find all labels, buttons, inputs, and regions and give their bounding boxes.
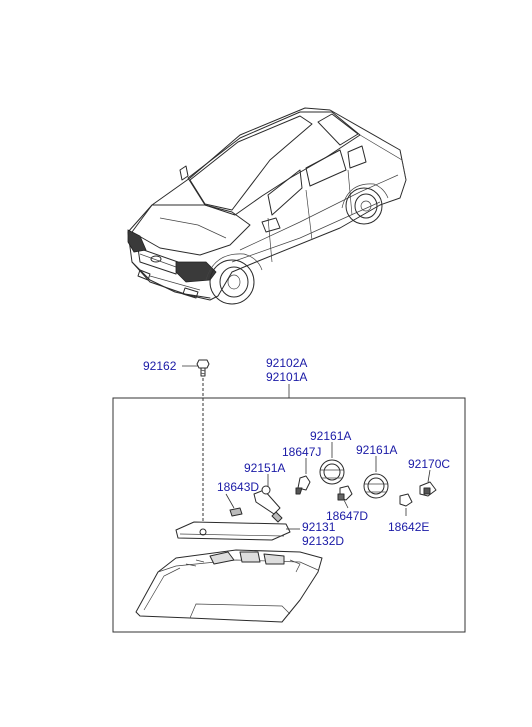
bulb-18642e (399, 493, 413, 516)
cap-92161a-left (319, 442, 345, 485)
label-92131: 92131 (302, 520, 336, 534)
bulb-18647j (295, 458, 311, 495)
label-18643d: 18643D (217, 480, 259, 494)
label-92162: 92162 (143, 359, 177, 373)
mounting-plate (175, 521, 300, 541)
label-92170c: 92170C (408, 457, 450, 471)
headlamp-housing (135, 549, 323, 623)
label-92161a-right: 92161A (356, 443, 397, 457)
label-92151a: 92151A (244, 461, 285, 475)
label-92102a: 92102A (266, 356, 307, 370)
cap-92161a-right (363, 456, 389, 499)
label-18647j: 18647J (282, 445, 321, 459)
socket-92170c (419, 469, 437, 497)
label-18642e: 18642E (388, 520, 429, 534)
bulb-92151a (253, 474, 283, 523)
bolt-92162 (182, 359, 210, 530)
sedan-illustration (127, 107, 407, 305)
label-92101a: 92101A (266, 370, 307, 384)
label-18647d: 18647D (326, 509, 368, 523)
clip-18643d (225, 493, 243, 517)
label-92161a-left: 92161A (310, 429, 351, 443)
label-92132d: 92132D (302, 534, 344, 548)
bulb-18647d (337, 485, 353, 509)
